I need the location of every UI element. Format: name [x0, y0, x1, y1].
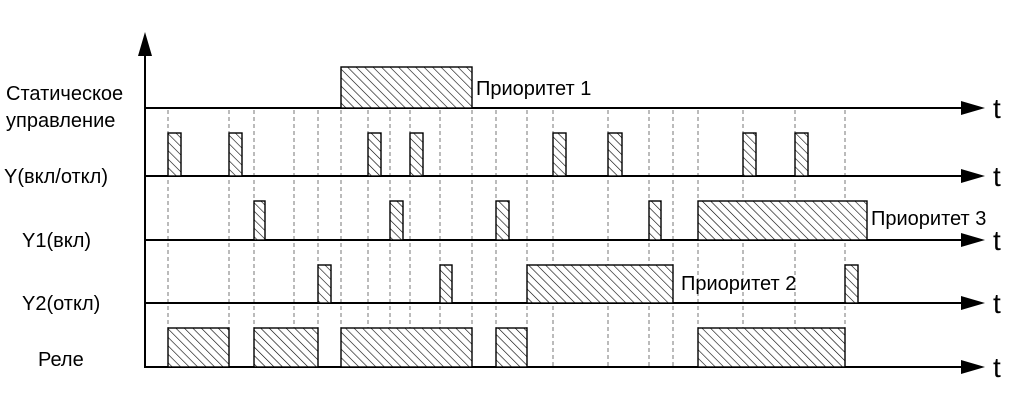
- time-axis-label: t: [993, 352, 1001, 383]
- row-static-control: t Статическое управление Приоритет 1: [6, 66, 1001, 132]
- priority-3-annotation: Приоритет 3: [871, 208, 986, 230]
- signal-pulse: [253, 327, 319, 368]
- signal-pulse: [495, 327, 528, 368]
- signal-pulse: [439, 264, 453, 304]
- row-y1-on: t Y1(вкл) Приоритет 3: [22, 200, 1001, 256]
- row-label: Y(вкл/откл): [4, 166, 108, 188]
- time-axis-arrow: [961, 101, 985, 115]
- time-axis-label: t: [993, 225, 1001, 256]
- row-relay: t Реле: [38, 327, 1001, 383]
- row-label: Реле: [38, 349, 84, 371]
- pulses-static-control: [340, 66, 473, 109]
- time-axis-arrow: [961, 233, 985, 247]
- time-axis-label: t: [993, 288, 1001, 319]
- signal-pulse: [167, 132, 182, 177]
- row-label-line-1: Статическое: [6, 83, 123, 105]
- signal-pulse: [648, 200, 662, 241]
- signal-pulse: [228, 132, 243, 177]
- row-label-line-2: управление: [6, 110, 115, 132]
- pulses-y2-off: [317, 264, 859, 304]
- row-label: Y1(вкл): [22, 230, 91, 252]
- signal-pulse: [367, 132, 382, 177]
- signal-pulse: [552, 132, 567, 177]
- row-y2-off: t Y2(откл) Приоритет 2: [22, 264, 1001, 319]
- signal-pulse: [253, 200, 266, 241]
- time-axis-label: t: [993, 161, 1001, 192]
- signal-pulse: [340, 327, 473, 368]
- pulses-y1-on: [253, 200, 868, 241]
- signal-pulse: [409, 132, 424, 177]
- signal-pulse: [607, 132, 623, 177]
- pulses-relay: [167, 327, 846, 368]
- signal-pulse: [742, 132, 757, 177]
- time-axis-label: t: [993, 93, 1001, 124]
- signal-pulse: [167, 327, 230, 368]
- signal-pulse: [844, 264, 859, 304]
- signal-pulse: [794, 132, 809, 177]
- priority-1-annotation: Приоритет 1: [476, 78, 591, 100]
- signal-pulse: [697, 200, 868, 241]
- signal-pulse: [389, 200, 404, 241]
- signal-pulse: [340, 66, 473, 109]
- priority-2-annotation: Приоритет 2: [681, 273, 796, 295]
- time-axis-arrow: [961, 296, 985, 310]
- pulses-y-on-off: [167, 132, 809, 177]
- signal-pulse: [697, 327, 846, 368]
- signal-pulse: [526, 264, 674, 304]
- row-label: Y2(откл): [22, 293, 100, 315]
- signal-pulse: [317, 264, 332, 304]
- time-axis-arrow: [961, 169, 985, 183]
- vertical-axis-arrow: [138, 32, 152, 56]
- time-axis-arrow: [961, 360, 985, 374]
- row-y-on-off: t Y(вкл/откл): [4, 132, 1001, 192]
- signal-pulse: [495, 200, 510, 241]
